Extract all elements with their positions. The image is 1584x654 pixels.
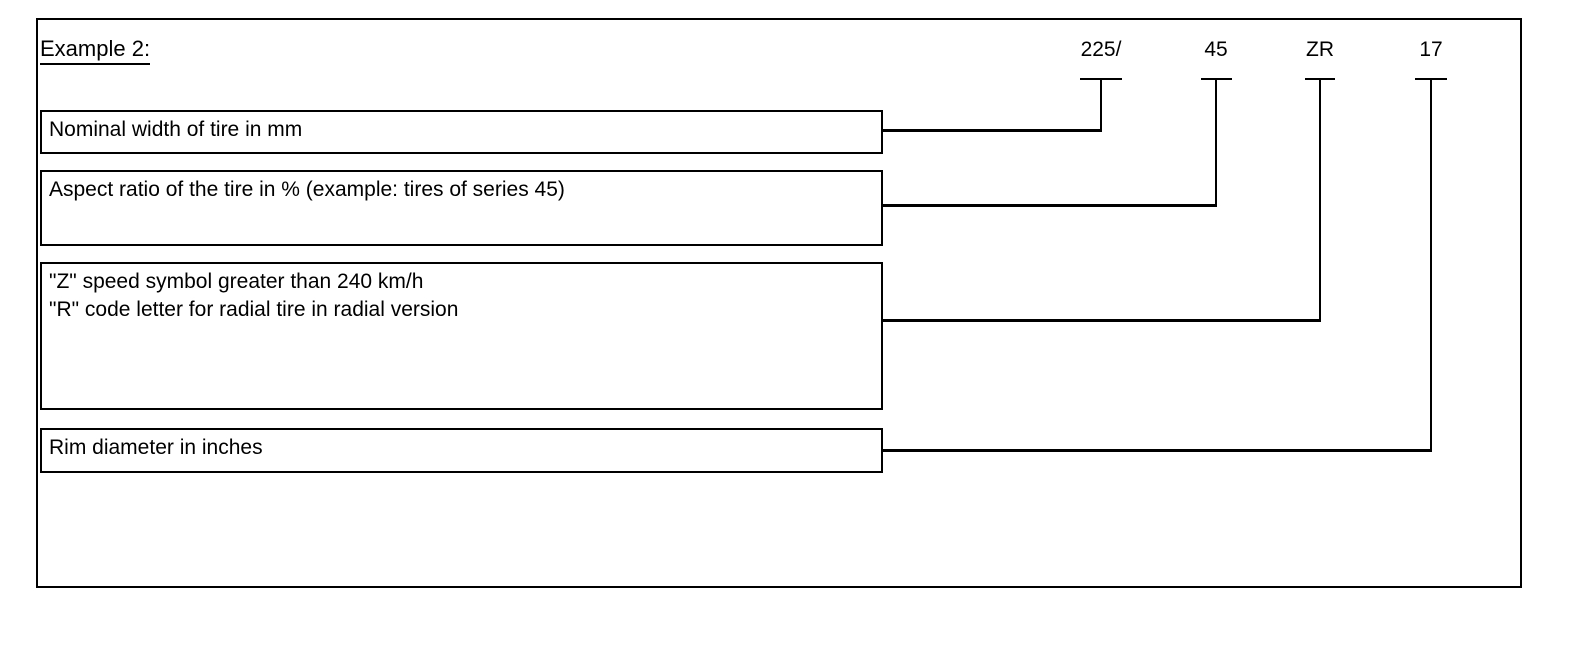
code-underline-width bbox=[1080, 78, 1122, 80]
vertical-connector-rim-diameter bbox=[1430, 80, 1432, 452]
label-box-rim-diameter: Rim diameter in inches bbox=[40, 428, 883, 473]
tire-code-part-rim-diameter: 17 bbox=[1419, 38, 1443, 61]
horizontal-connector-width bbox=[882, 129, 1102, 132]
label-text: "R" code letter for radial tire in radia… bbox=[49, 298, 459, 321]
label-box-speed-radial: "Z" speed symbol greater than 240 km/h "… bbox=[40, 262, 883, 410]
vertical-connector-aspect-ratio bbox=[1215, 80, 1217, 207]
tire-code-part-aspect-ratio: 45 bbox=[1204, 38, 1228, 61]
horizontal-connector-speed-radial bbox=[882, 319, 1321, 322]
label-text: Nominal width of tire in mm bbox=[49, 118, 303, 141]
code-underline-rim-diameter bbox=[1415, 78, 1447, 80]
label-box-aspect-ratio: Aspect ratio of the tire in % (example: … bbox=[40, 170, 883, 246]
label-text: "Z" speed symbol greater than 240 km/h bbox=[49, 270, 424, 293]
label-box-nominal-width: Nominal width of tire in mm bbox=[40, 110, 883, 154]
horizontal-connector-rim-diameter bbox=[882, 449, 1432, 452]
code-underline-aspect-ratio bbox=[1201, 78, 1232, 80]
label-text: Aspect ratio of the tire in % (example: … bbox=[49, 178, 565, 201]
vertical-connector-speed-radial bbox=[1319, 80, 1321, 322]
tire-code-part-width: 225/ bbox=[1080, 38, 1122, 61]
horizontal-connector-aspect-ratio bbox=[882, 204, 1217, 207]
label-text: Rim diameter in inches bbox=[49, 436, 263, 459]
tire-code-part-speed-radial: ZR bbox=[1306, 38, 1334, 61]
code-underline-speed-radial bbox=[1305, 78, 1335, 80]
vertical-connector-width bbox=[1100, 80, 1102, 132]
example-title: Example 2: bbox=[40, 37, 151, 65]
